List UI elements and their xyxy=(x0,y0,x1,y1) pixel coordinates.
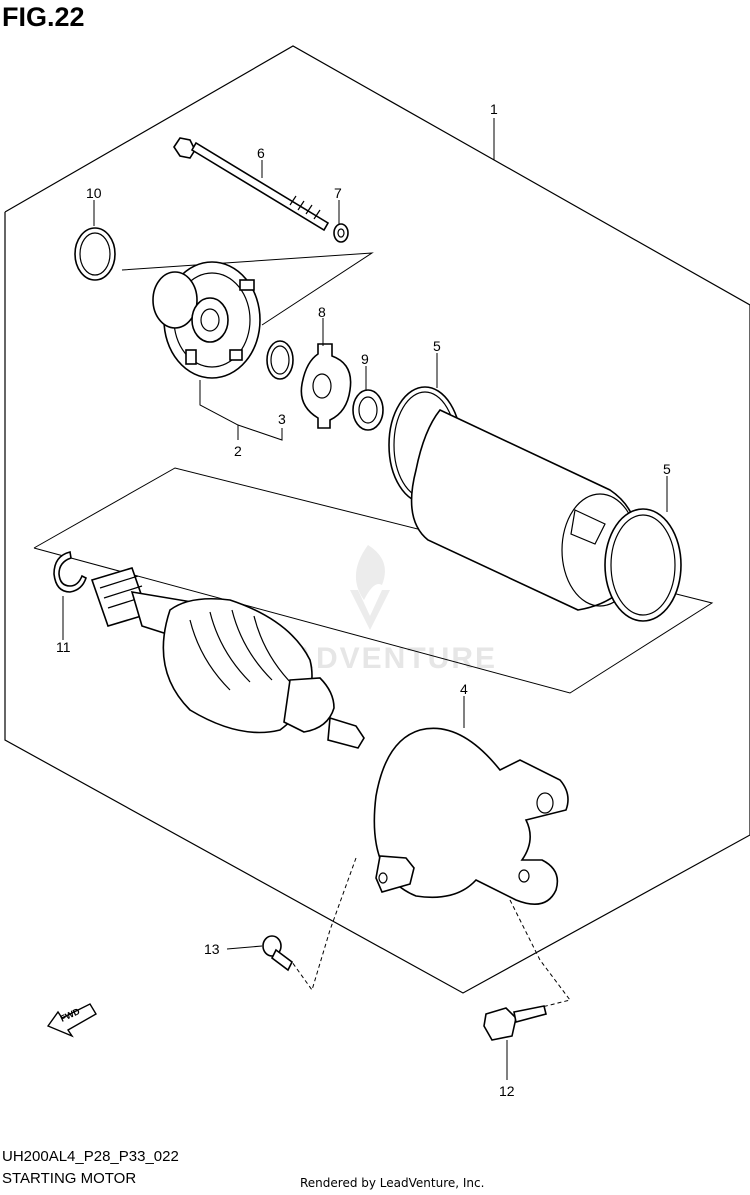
callout-5-lower: 5 xyxy=(663,461,671,477)
callout-8: 8 xyxy=(318,304,326,320)
callout-5-upper: 5 xyxy=(433,338,441,354)
washer-part-7 xyxy=(333,223,349,243)
o-ring-part-5-lower xyxy=(604,508,682,622)
end-cover-bracket xyxy=(152,261,261,379)
diagram-code: UH200AL4_P28_P33_022 xyxy=(2,1148,179,1165)
rendered-by-credit: Rendered by LeadVenture, Inc. xyxy=(300,1176,485,1190)
front-housing-part-4 xyxy=(373,727,569,906)
callout-6: 6 xyxy=(257,145,265,161)
guide-lines-end-cover xyxy=(121,252,374,326)
yoke-housing xyxy=(410,409,639,611)
assembly-outline xyxy=(4,45,750,994)
callout-2: 2 xyxy=(234,443,242,459)
long-bolt-part-6 xyxy=(173,137,330,232)
callout-1: 1 xyxy=(490,101,498,117)
bolt-part-13 xyxy=(262,935,294,972)
callout-10: 10 xyxy=(86,185,102,201)
callout-9: 9 xyxy=(361,351,369,367)
snap-ring-part-11 xyxy=(53,551,87,593)
washer-part-9 xyxy=(352,389,384,431)
lock-plate-part-8 xyxy=(300,343,352,429)
guide-lines-armature xyxy=(33,467,714,694)
diagram-description: STARTING MOTOR xyxy=(2,1170,137,1187)
dashed-line-bolt-13 xyxy=(291,857,357,992)
callout-4: 4 xyxy=(460,681,468,697)
callout-12: 12 xyxy=(499,1083,515,1099)
bolt-part-12 xyxy=(483,1005,547,1041)
dashed-line-bolt-12 xyxy=(509,899,571,1013)
callout-13: 13 xyxy=(204,941,220,957)
armature xyxy=(90,567,365,749)
callout-11: 11 xyxy=(56,639,71,655)
callout-7: 7 xyxy=(334,185,342,201)
callout-3: 3 xyxy=(278,411,286,427)
o-ring-part-10 xyxy=(74,227,116,281)
fwd-arrow-icon: FWD xyxy=(46,1003,97,1038)
figure-title: FIG.22 xyxy=(2,2,85,32)
ring-part-3 xyxy=(266,340,294,380)
